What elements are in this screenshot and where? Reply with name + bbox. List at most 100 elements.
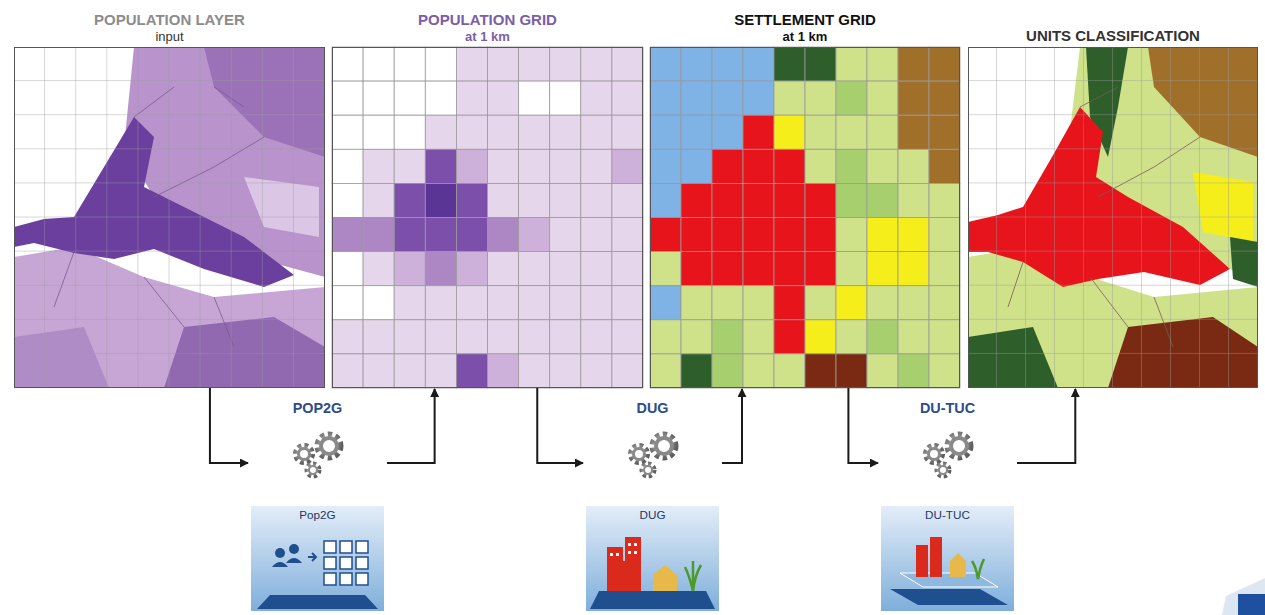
flow-arrow (848, 388, 878, 463)
grid-cell (743, 252, 774, 286)
grid-cell (456, 115, 487, 149)
grid-cell (929, 47, 960, 81)
grid-cell (805, 149, 836, 183)
step-name: POP2G (250, 400, 385, 416)
grid-cell (867, 252, 898, 286)
grid-cell (805, 354, 836, 388)
grid-cell (394, 183, 425, 217)
grid-cell (519, 354, 550, 388)
panel-title: SETTLEMENT GRID (651, 11, 959, 29)
tool-label: DU-TUC (880, 508, 1015, 521)
grid-cell (332, 115, 363, 149)
grid-cell (929, 286, 960, 320)
grid-cell (712, 115, 743, 149)
panel-title: POPULATION GRID (333, 11, 642, 29)
grid-cell (898, 149, 929, 183)
grid-cell (805, 47, 836, 81)
grid-cell (363, 115, 394, 149)
grid-cell (332, 320, 363, 354)
grid-cell (363, 354, 394, 388)
grid-cell (394, 115, 425, 149)
grid-cell (488, 81, 519, 115)
grid-cell (394, 252, 425, 286)
grid-cell (898, 354, 929, 388)
grid-cell (836, 81, 867, 115)
grid-cell (488, 218, 519, 252)
grid-cell (681, 81, 712, 115)
grid-cell (743, 183, 774, 217)
grid-cell (805, 320, 836, 354)
grid-cell (929, 81, 960, 115)
grid-cell (581, 218, 612, 252)
grid-cell (898, 252, 929, 286)
grid-cell (363, 320, 394, 354)
grid-cell (743, 286, 774, 320)
grid-cell (650, 115, 681, 149)
grid-cell (363, 252, 394, 286)
grid-cell (550, 115, 581, 149)
settlement-grid (650, 47, 960, 388)
grid-cell (867, 218, 898, 252)
grid-cell (867, 115, 898, 149)
grid-cell (425, 252, 456, 286)
grid-cell (612, 252, 643, 286)
grid-cell (488, 183, 519, 217)
grid-cell (581, 252, 612, 286)
grid-cell (805, 81, 836, 115)
process-step: DU-TUCDU-TUC (880, 400, 1015, 612)
grid-cell (425, 149, 456, 183)
grid-cell (929, 115, 960, 149)
grid-cell (898, 320, 929, 354)
grid-cell (332, 149, 363, 183)
grid-cell (650, 252, 681, 286)
grid-cell (394, 354, 425, 388)
grid-cell (612, 115, 643, 149)
grid-cell (929, 218, 960, 252)
grid-cell (712, 47, 743, 81)
grid-cell (929, 252, 960, 286)
map-panel: POPULATION LAYERinput (14, 47, 325, 388)
grid-cell (774, 286, 805, 320)
flow-arrow (722, 389, 742, 463)
grid-cell (394, 286, 425, 320)
grid-cell (681, 149, 712, 183)
flow-arrow (1017, 389, 1075, 463)
grid-cell (581, 320, 612, 354)
grid-cell (774, 354, 805, 388)
grid-cell (650, 149, 681, 183)
grid-cell (456, 252, 487, 286)
grid-cell (550, 320, 581, 354)
map-panel: UNITS CLASSIFICATION (968, 47, 1258, 388)
grid-cell (394, 149, 425, 183)
grid-cell (743, 149, 774, 183)
grid-cell (488, 354, 519, 388)
population-map (14, 47, 325, 388)
grid-cell (712, 252, 743, 286)
grid-cell (898, 115, 929, 149)
panel-heading: UNITS CLASSIFICATION (969, 27, 1257, 45)
grid-cell (650, 320, 681, 354)
population-grid (332, 47, 643, 388)
grid-cell (332, 47, 363, 81)
grid-cell (550, 286, 581, 320)
grid-cell (519, 286, 550, 320)
grid-cell (650, 183, 681, 217)
grid-cell (836, 149, 867, 183)
grid-cell (550, 354, 581, 388)
grid-cell (836, 354, 867, 388)
grid-cell (898, 81, 929, 115)
grid-cell (867, 47, 898, 81)
grid-cell (612, 354, 643, 388)
grid-cell (456, 149, 487, 183)
grid-cell (425, 286, 456, 320)
flow-arrow (387, 389, 435, 463)
grid-cell (929, 320, 960, 354)
grid-cell (805, 115, 836, 149)
grid-cell (394, 47, 425, 81)
grid-cell (425, 183, 456, 217)
grid-cell (456, 354, 487, 388)
grid-cell (681, 252, 712, 286)
grid-cell (774, 115, 805, 149)
